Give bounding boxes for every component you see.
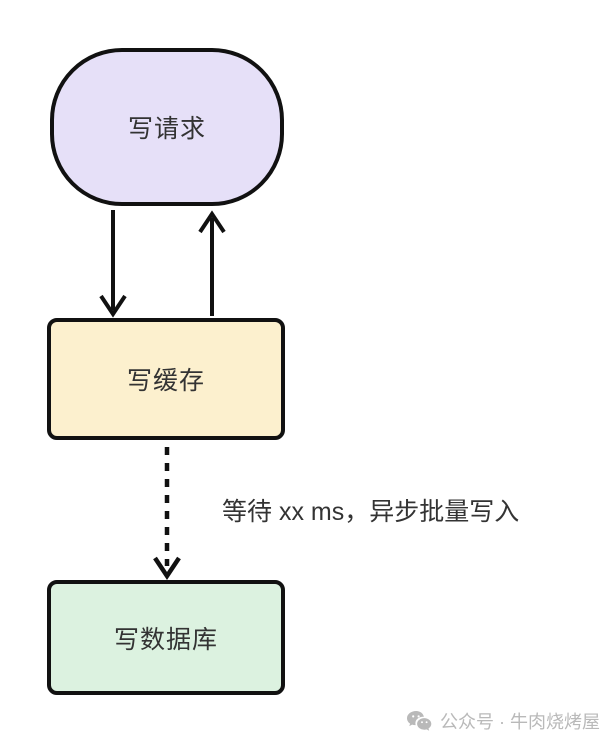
watermark: 公众号 · 牛肉烧烤屋 [406,708,600,734]
edge-request-to-cache [99,210,127,318]
edge-cache-to-request [198,210,226,316]
node-write-db-label: 写数据库 [113,625,218,654]
node-write-request-label: 写请求 [127,115,206,143]
edge-label-async-batch: 等待 xx ms，异步批量写入 [222,498,520,526]
wechat-icon [406,710,433,732]
node-write-request[interactable]: 写请求 [50,48,284,206]
watermark-text: 公众号 · 牛肉烧烤屋 [440,712,600,732]
node-write-db[interactable]: 写数据库 [47,580,285,695]
node-write-cache[interactable]: 写缓存 [47,318,285,440]
edge-cache-to-db [153,447,181,581]
node-write-cache-label: 写缓存 [126,367,205,395]
